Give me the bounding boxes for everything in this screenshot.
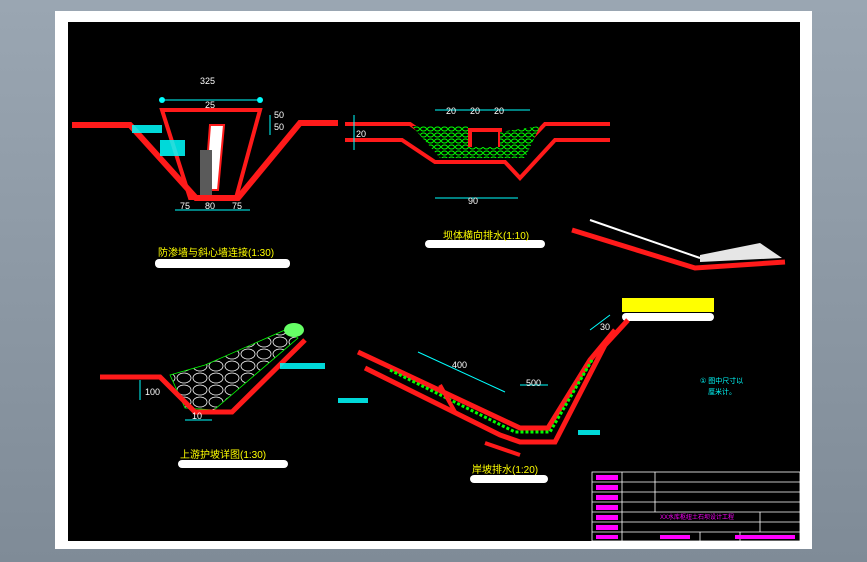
title-block: XX水库枢纽土石坝设计工程 [591,471,801,542]
dim-500: 500 [526,378,541,388]
dim-20-b: 20 [470,106,480,116]
dim-25: 25 [205,100,215,110]
dim-30: 30 [600,322,610,332]
dam-drain-section: 20 20 20 20 90 坝体横向排水(1:10) [345,106,610,248]
dim-20-a: 20 [446,106,456,116]
dim-80: 80 [205,201,215,211]
dim-50-a: 50 [274,110,284,120]
cutoff-wall-section: 325 25 50 50 75 80 75 防渗墙与斜心墙连接(1:30) [72,76,338,268]
label-upstream-slope: 上游护坡详图(1:30) [180,448,266,461]
dim-50-b: 50 [274,122,284,132]
dim-10: 10 [192,411,202,421]
dim-75-b: 75 [232,201,242,211]
dim-100: 100 [145,387,160,397]
dim-400: 400 [452,360,467,370]
dim-90: 90 [468,196,478,206]
label-cutoff-wall: 防渗墙与斜心墙连接(1:30) [158,246,274,259]
label-bank-drain: 岸坡排水(1:20) [472,463,538,476]
slope-detail-section [571,219,786,321]
notes: ① 图中尺寸以 厘米计。 [700,376,743,396]
dim-325: 325 [200,76,215,86]
label-dam-drain: 坝体横向排水(1:10) [443,229,529,242]
note-line-1: ① 图中尺寸以 [700,376,743,385]
dim-75-a: 75 [180,201,190,211]
dim-20-c: 20 [494,106,504,116]
upstream-slope-section: 100 10 上游护坡详图(1:30) [100,323,325,468]
bank-drain-section: 400 500 30 岸坡排水(1:20) [338,314,630,483]
dim-20-d: 20 [356,129,366,139]
note-line-2: 厘米计。 [708,387,736,396]
title-block-project: XX水库枢纽土石坝设计工程 [660,513,734,521]
